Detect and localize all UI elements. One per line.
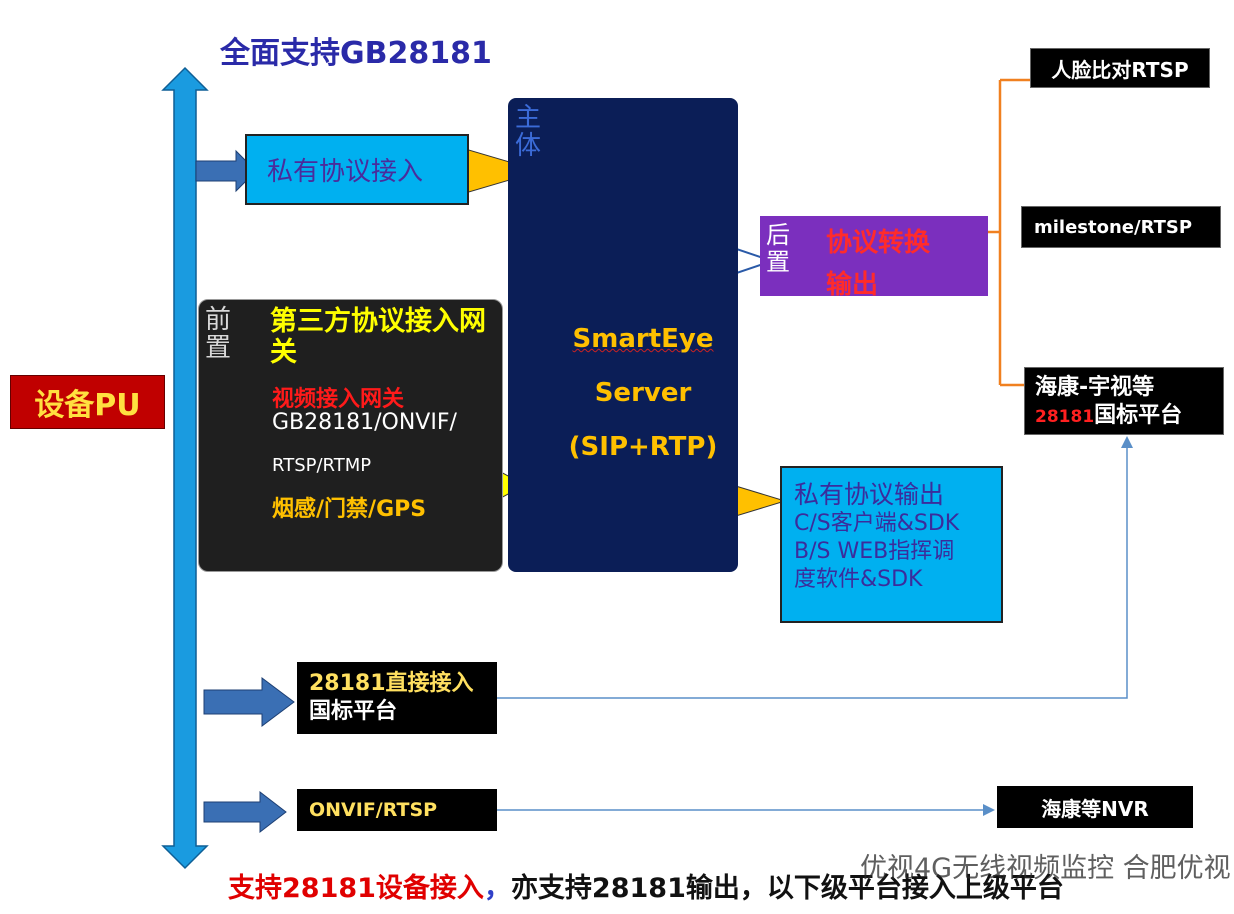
video-gateway-label: 视频接入网关 — [272, 387, 405, 412]
onvif-to-nvr-arrowhead — [983, 804, 995, 816]
private-input-label: 私有协议接入 — [267, 157, 424, 187]
protocols-line-1: GB28181/ONVIF/ — [272, 410, 457, 435]
footer-caption: 支持28181设备接入，亦支持28181输出，以下级平台接入上级平台 — [228, 866, 1064, 905]
direct-to-platform-arrowhead — [1121, 436, 1133, 448]
national-platform-line-1: 海康-宇视等 — [1035, 375, 1155, 400]
face-compare-label: 人脸比对RTSP — [1051, 57, 1189, 82]
server-name-line2: Server — [594, 378, 692, 408]
national-platform-number: 28181 — [1035, 407, 1095, 427]
nvr-label: 海康等NVR — [1041, 796, 1149, 821]
server-side-label: 主体 — [514, 103, 541, 161]
front-gateway-box — [198, 299, 503, 572]
server-name: SmartEye Server (SIP+RTP) — [548, 312, 738, 474]
footer-part-1: 支持28181设备接入 — [228, 873, 484, 904]
national-platform-line-2: 28181国标平台 — [1035, 402, 1223, 431]
private-protocol-output-box: 私有协议输出 C/S客户端&SDK B/S WEB指挥调 度软件&SDK — [780, 466, 1003, 623]
face-compare-output: 人脸比对RTSP — [1030, 48, 1210, 88]
protocols-line-2: RTSP/RTMP — [272, 455, 372, 476]
private-output-line-2: C/S客户端&SDK — [794, 511, 960, 536]
national-platform-output: 海康-宇视等 28181国标平台 — [1024, 367, 1224, 435]
arrow-to-onvif — [203, 790, 287, 834]
smarteye-server-box — [508, 98, 738, 572]
direct-access-box: 28181直接接入 国标平台 — [297, 662, 497, 734]
private-protocol-input-box: 私有协议接入 — [245, 134, 469, 205]
national-platform-text: 国标平台 — [1094, 403, 1183, 428]
arrow-to-direct-access — [203, 677, 295, 727]
third-party-gateway-title: 第三方协议接入网关 — [270, 306, 486, 368]
front-side-label: 前置 — [204, 305, 231, 363]
direct-access-line-1: 28181直接接入 — [309, 671, 474, 696]
watermark: 优视4G无线视频监控 合肥优视 — [860, 853, 1231, 884]
rear-line-1: 协议转换 — [826, 228, 931, 258]
milestone-label: milestone/RTSP — [1034, 216, 1193, 238]
sensors-label: 烟感/门禁/GPS — [272, 497, 427, 522]
milestone-output: milestone/RTSP — [1021, 206, 1221, 248]
onvif-rtsp-box: ONVIF/RTSP — [297, 789, 497, 831]
footer-part-2: ， — [483, 873, 511, 904]
private-output-line-3: B/S WEB指挥调 — [794, 539, 955, 564]
server-name-line1: SmartEye — [572, 324, 714, 354]
nvr-box: 海康等NVR — [997, 786, 1193, 828]
device-pu-label: 设备PU — [34, 388, 141, 423]
rear-output-bracket — [985, 78, 1030, 387]
page-title: 全面支持GB28181 — [220, 36, 492, 71]
rear-side-label: 后置 — [766, 221, 790, 276]
onvif-rtsp-label: ONVIF/RTSP — [309, 799, 438, 821]
device-bus-arrow — [161, 66, 209, 870]
footer-part-3: 亦支持28181输出，以下级平台接入上级平台 — [510, 873, 1064, 904]
device-pu-box: 设备PU — [10, 375, 165, 429]
rear-conversion-box — [760, 216, 988, 296]
rear-line-2: 输出 — [826, 270, 879, 300]
server-name-line3: (SIP+RTP) — [568, 432, 718, 462]
direct-to-platform-line — [497, 442, 1128, 699]
private-output-line-4: 度软件&SDK — [794, 567, 923, 592]
private-output-line-1: 私有协议输出 — [794, 480, 945, 509]
direct-access-line-2: 国标平台 — [309, 699, 398, 724]
